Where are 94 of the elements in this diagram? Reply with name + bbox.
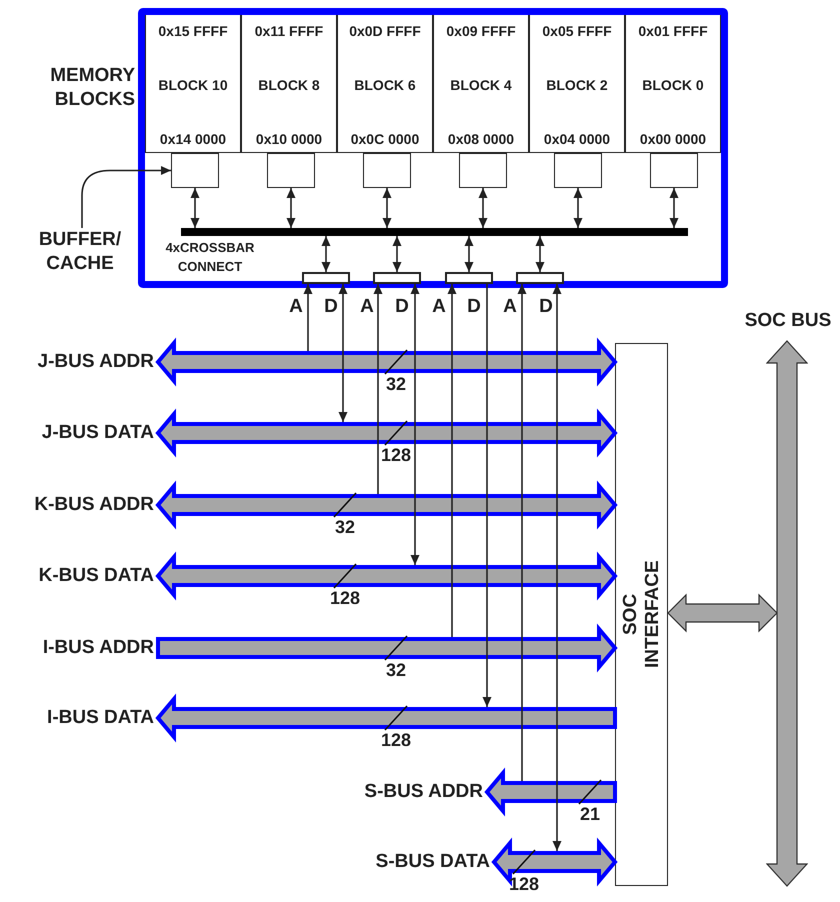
- section-label: MEMORY BLOCKS: [49, 64, 135, 112]
- edge-label: 128: [328, 588, 362, 608]
- memory-frame: [138, 8, 728, 288]
- memory-block: [625, 15, 721, 153]
- address-label: 0x0D FFFF: [349, 23, 421, 39]
- port-box: [302, 272, 350, 284]
- edge-label: 128: [380, 445, 412, 465]
- bus-label: SOC BUS: [744, 310, 832, 332]
- port-box: [445, 272, 493, 284]
- block-label: BLOCK 10: [158, 77, 228, 93]
- double-arrow: [338, 284, 348, 422]
- address-label: 0x10 0000: [256, 131, 322, 147]
- address-label: 0x00 0000: [640, 131, 706, 147]
- double-arrow: [574, 188, 582, 228]
- block-arrow: [667, 594, 778, 632]
- bus-label: J-BUS ADDR: [5, 350, 158, 374]
- address-label: 0x05 FFFF: [542, 23, 612, 39]
- port-label: A: [502, 296, 518, 318]
- port-box: [516, 272, 564, 284]
- arrow: [374, 284, 382, 494]
- bus-label: S-BUS DATA: [337, 850, 494, 874]
- memory-block: [337, 15, 433, 153]
- buffer-box: [267, 153, 315, 188]
- double-arrow: [670, 188, 678, 228]
- bus-arrow: [155, 338, 618, 386]
- double-arrow: [286, 188, 296, 228]
- memory-block: [145, 15, 241, 153]
- bus-arrow: [155, 694, 617, 742]
- bus-label: I-BUS DATA: [5, 706, 158, 730]
- bus-label: I-BUS ADDR: [5, 636, 158, 660]
- double-arrow: [190, 188, 200, 228]
- port-label: D: [394, 296, 410, 318]
- arrow: [448, 284, 456, 637]
- port-label: D: [323, 296, 339, 318]
- bus-label: S-BUS ADDR: [330, 780, 487, 804]
- bus-label: K-BUS DATA: [5, 564, 158, 588]
- block-label: BLOCK 2: [546, 77, 608, 93]
- block-label: BLOCK 8: [258, 77, 320, 93]
- crossbar-label: 4xCROSSBAR CONNECT: [164, 239, 256, 276]
- port-label: D: [466, 296, 482, 318]
- edge-label: 32: [384, 660, 408, 680]
- memory-block: [529, 15, 625, 153]
- buffer-box: [459, 153, 507, 188]
- edge-label: 21: [578, 804, 602, 824]
- port-label: D: [538, 296, 554, 318]
- port-box: [373, 272, 421, 284]
- bus-arrow: [491, 838, 618, 886]
- edge-label: 32: [334, 517, 356, 537]
- address-label: 0x15 FFFF: [158, 23, 228, 39]
- block-label: BLOCK 0: [642, 77, 704, 93]
- bus-arrow: [484, 768, 617, 816]
- edge-label: 32: [384, 374, 408, 394]
- callout-label: BUFFER/ CACHE: [20, 228, 140, 280]
- double-arrow: [464, 236, 474, 272]
- bus-arrow: [155, 480, 618, 530]
- buffer-box: [363, 153, 411, 188]
- arrow: [482, 284, 492, 707]
- interface-box: [615, 343, 668, 886]
- buffer-box: [650, 153, 698, 188]
- arrow: [304, 284, 312, 351]
- bus-arrow: [155, 408, 618, 458]
- edge-label: 128: [380, 730, 412, 750]
- address-label: 0x09 FFFF: [446, 23, 516, 39]
- bus-arrow: [155, 552, 618, 600]
- memory-block: [241, 15, 337, 153]
- leader-line: [81, 166, 171, 228]
- interface-label: SOC INTERFACE: [620, 559, 664, 670]
- address-label: 0x14 0000: [160, 131, 226, 147]
- address-label: 0x0C 0000: [350, 131, 420, 147]
- block-label: BLOCK 6: [354, 77, 416, 93]
- crossbar-bar: [181, 228, 688, 236]
- double-arrow: [392, 236, 402, 272]
- address-label: 0x08 0000: [448, 131, 514, 147]
- double-arrow: [322, 236, 330, 272]
- memory-block: [433, 15, 529, 153]
- bus-arrow: [156, 624, 618, 672]
- buffer-box: [171, 153, 219, 188]
- address-label: 0x04 0000: [544, 131, 610, 147]
- arrow: [518, 284, 526, 781]
- port-label: A: [431, 296, 447, 318]
- edge-label: 128: [508, 874, 540, 894]
- double-arrow: [536, 236, 544, 272]
- double-arrow: [552, 284, 562, 851]
- block-label: BLOCK 4: [450, 77, 512, 93]
- port-label: A: [359, 296, 375, 318]
- port-label: A: [288, 296, 304, 318]
- bus-label: J-BUS DATA: [5, 421, 158, 445]
- buffer-box: [554, 153, 602, 188]
- address-label: 0x01 FFFF: [638, 23, 708, 39]
- address-label: 0x11 FFFF: [254, 23, 324, 39]
- double-arrow: [410, 284, 420, 565]
- double-arrow: [478, 188, 488, 228]
- bus-label: K-BUS ADDR: [5, 493, 158, 517]
- double-arrow: [382, 188, 392, 228]
